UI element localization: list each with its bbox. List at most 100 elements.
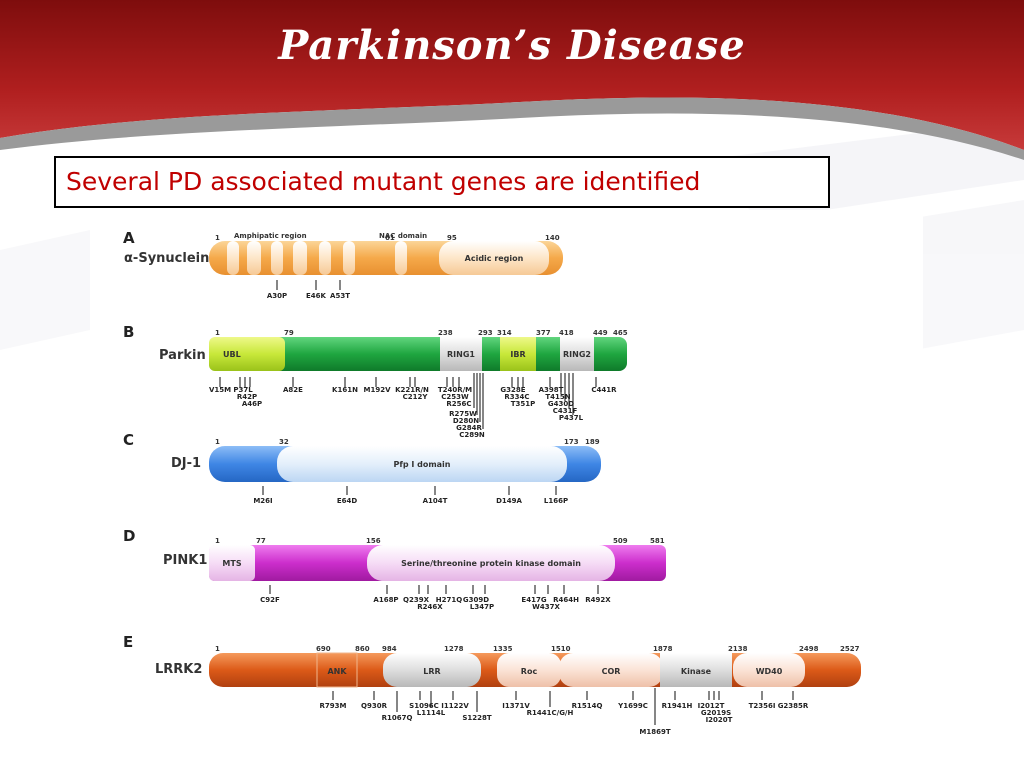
mutation-label: D280N bbox=[453, 417, 479, 425]
mutation-label: T2356I bbox=[749, 702, 776, 710]
position-label: 465 bbox=[613, 329, 628, 337]
mutation-label: A168P bbox=[373, 596, 398, 604]
mutation-label: C253W bbox=[441, 393, 469, 401]
mutation-label: T351P bbox=[511, 400, 536, 408]
mutation-label: T240R/M bbox=[438, 386, 472, 394]
mutation-label: R793M bbox=[320, 702, 347, 710]
region-label: NAC domain bbox=[379, 232, 427, 240]
domain-label: WD40 bbox=[756, 667, 783, 676]
panel-letter: D bbox=[123, 527, 135, 545]
position-label: 581 bbox=[650, 537, 665, 545]
position-label: 1510 bbox=[551, 645, 571, 653]
domain-label: RING2 bbox=[563, 350, 591, 359]
mutation-label: M26I bbox=[253, 497, 272, 505]
mutation-label: I2020T bbox=[706, 716, 733, 724]
domain-ring2 bbox=[560, 337, 594, 371]
mutation-labels: V15M P37L R42P A46P A82E K161N M192V K22… bbox=[209, 386, 617, 439]
mutation-label: L166P bbox=[544, 497, 568, 505]
domain-label: Serine/threonine protein kinase domain bbox=[401, 559, 581, 568]
mutation-label: A30P bbox=[267, 292, 287, 300]
panel-b: B Parkin 1 79 238 293 314 377 418 449 46… bbox=[123, 323, 628, 439]
domain-ring1 bbox=[440, 337, 482, 371]
protein-name: DJ-1 bbox=[171, 456, 201, 471]
mutation-label: C212Y bbox=[403, 393, 429, 401]
mutation-ticks bbox=[269, 585, 599, 594]
domain-label: MTS bbox=[222, 559, 241, 568]
position-labels: 1 77 156 509 581 bbox=[215, 537, 665, 545]
position-label: 1 bbox=[215, 438, 220, 446]
slide-title: Parkinson’s Disease bbox=[278, 22, 746, 69]
mutation-label: G328E bbox=[500, 386, 525, 394]
domain-kinase bbox=[367, 545, 615, 581]
mutation-label: R1941H bbox=[662, 702, 693, 710]
position-labels: 1 690 860 984 1278 1335 1510 1878 2138 2… bbox=[215, 645, 860, 653]
panel-letter: A bbox=[123, 229, 135, 247]
mutation-labels: M26I E64D A104T D149A L166P bbox=[253, 497, 568, 505]
panel-letter: C bbox=[123, 431, 134, 449]
mutation-label: W437X bbox=[532, 603, 560, 611]
mutation-label: R464H bbox=[553, 596, 579, 604]
mutation-label: R334C bbox=[504, 393, 529, 401]
mutation-label: V15M bbox=[209, 386, 231, 394]
region-label: Amphipatic region bbox=[234, 232, 307, 240]
mutation-ticks bbox=[262, 486, 557, 495]
mutation-label: C431F bbox=[553, 407, 578, 415]
mutation-label: G2385R bbox=[778, 702, 809, 710]
position-label: 173 bbox=[564, 438, 579, 446]
mutation-ticks bbox=[332, 688, 794, 725]
header-band bbox=[0, 0, 1024, 150]
amphipatic-repeats bbox=[227, 241, 407, 275]
domain-label: IBR bbox=[510, 350, 525, 359]
position-label: 61 bbox=[385, 234, 395, 242]
domain-label: ANK bbox=[327, 667, 347, 676]
mutation-label: C289N bbox=[459, 431, 485, 439]
mutation-label: I2012T bbox=[698, 702, 725, 710]
panel-c: C DJ-1 1 32 173 189 Pfp I domain M26I E6… bbox=[123, 431, 601, 505]
mutation-label: R275W bbox=[449, 410, 477, 418]
mutation-label: S1228T bbox=[462, 714, 492, 722]
mutation-label: L1114L bbox=[417, 709, 446, 717]
position-label: 77 bbox=[256, 537, 266, 545]
domain-pfp-i bbox=[277, 446, 567, 482]
position-label: 95 bbox=[447, 234, 457, 242]
panel-e: E LRRK2 1 690 860 984 1278 1335 1510 187… bbox=[123, 633, 861, 736]
position-label: 156 bbox=[366, 537, 381, 545]
mutation-label: T415N bbox=[545, 393, 570, 401]
position-labels: 1 79 238 293 314 377 418 449 465 bbox=[215, 329, 628, 337]
domain-label: RING1 bbox=[447, 350, 475, 359]
mutation-label: I1371V bbox=[502, 702, 530, 710]
position-label: 449 bbox=[593, 329, 608, 337]
mutation-labels: R793M Q930R R1067Q S1096C L1114L I1122V … bbox=[320, 702, 809, 736]
mutation-label: H271Q bbox=[436, 596, 462, 604]
mutation-label: P37L bbox=[233, 386, 253, 394]
protein-name: LRRK2 bbox=[155, 662, 202, 677]
mutation-ticks bbox=[219, 373, 597, 429]
gene-domain-figure: A α-Synuclein 1 61 95 140 Amphipatic reg… bbox=[97, 210, 923, 743]
position-label: 377 bbox=[536, 329, 551, 337]
mutation-label: G2019S bbox=[701, 709, 731, 717]
mutation-label: K161N bbox=[332, 386, 358, 394]
mutation-label: C441R bbox=[591, 386, 617, 394]
domain-label: UBL bbox=[223, 350, 241, 359]
mutation-label: G284R bbox=[456, 424, 482, 432]
position-label: 1 bbox=[215, 329, 220, 337]
domain-label: LRR bbox=[423, 667, 440, 676]
mutation-label: G430D bbox=[548, 400, 574, 408]
position-label: 1278 bbox=[444, 645, 464, 653]
mutation-label: R42P bbox=[237, 393, 257, 401]
domain-label: Acidic region bbox=[465, 254, 524, 263]
mutation-label: A398T bbox=[539, 386, 564, 394]
mutation-label: R1067Q bbox=[382, 714, 413, 722]
header-swoosh bbox=[0, 97, 1024, 160]
subtitle-box: Several PD associated mutant genes are i… bbox=[54, 156, 830, 208]
domain-label: COR bbox=[602, 667, 621, 676]
position-labels: 1 32 173 189 bbox=[215, 438, 600, 446]
position-label: 32 bbox=[279, 438, 289, 446]
panel-d: D PINK1 1 77 156 509 581 MTS Serine/thre… bbox=[123, 527, 666, 611]
position-label: 1878 bbox=[653, 645, 673, 653]
mutation-label: Y1699C bbox=[617, 702, 648, 710]
mutation-label: Q930R bbox=[361, 702, 388, 710]
mutation-label: G309D bbox=[463, 596, 489, 604]
position-label: 1 bbox=[215, 234, 220, 242]
domain-label: Pfp I domain bbox=[393, 460, 450, 469]
